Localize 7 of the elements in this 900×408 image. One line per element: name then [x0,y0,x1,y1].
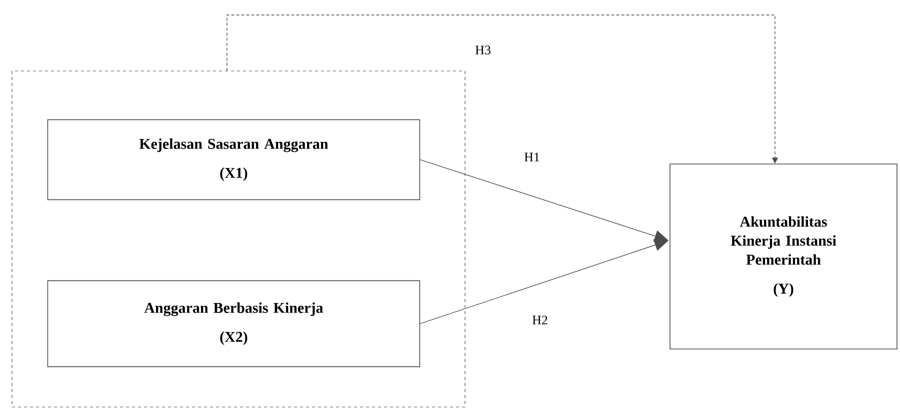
variable-box: Akuntabilitas Kinerja Instansi Pemerintah (Y) [670,164,898,350]
variable-box: Anggaran Berbasis Kinerja (X2) [47,280,420,368]
edge-label: H3 [474,44,492,56]
variable-box: Kejelasan Sasaran Anggaran (X1) [47,119,420,200]
edge-label: H2 [531,314,549,326]
edge-label: H1 [523,152,541,162]
group-box [12,70,466,408]
